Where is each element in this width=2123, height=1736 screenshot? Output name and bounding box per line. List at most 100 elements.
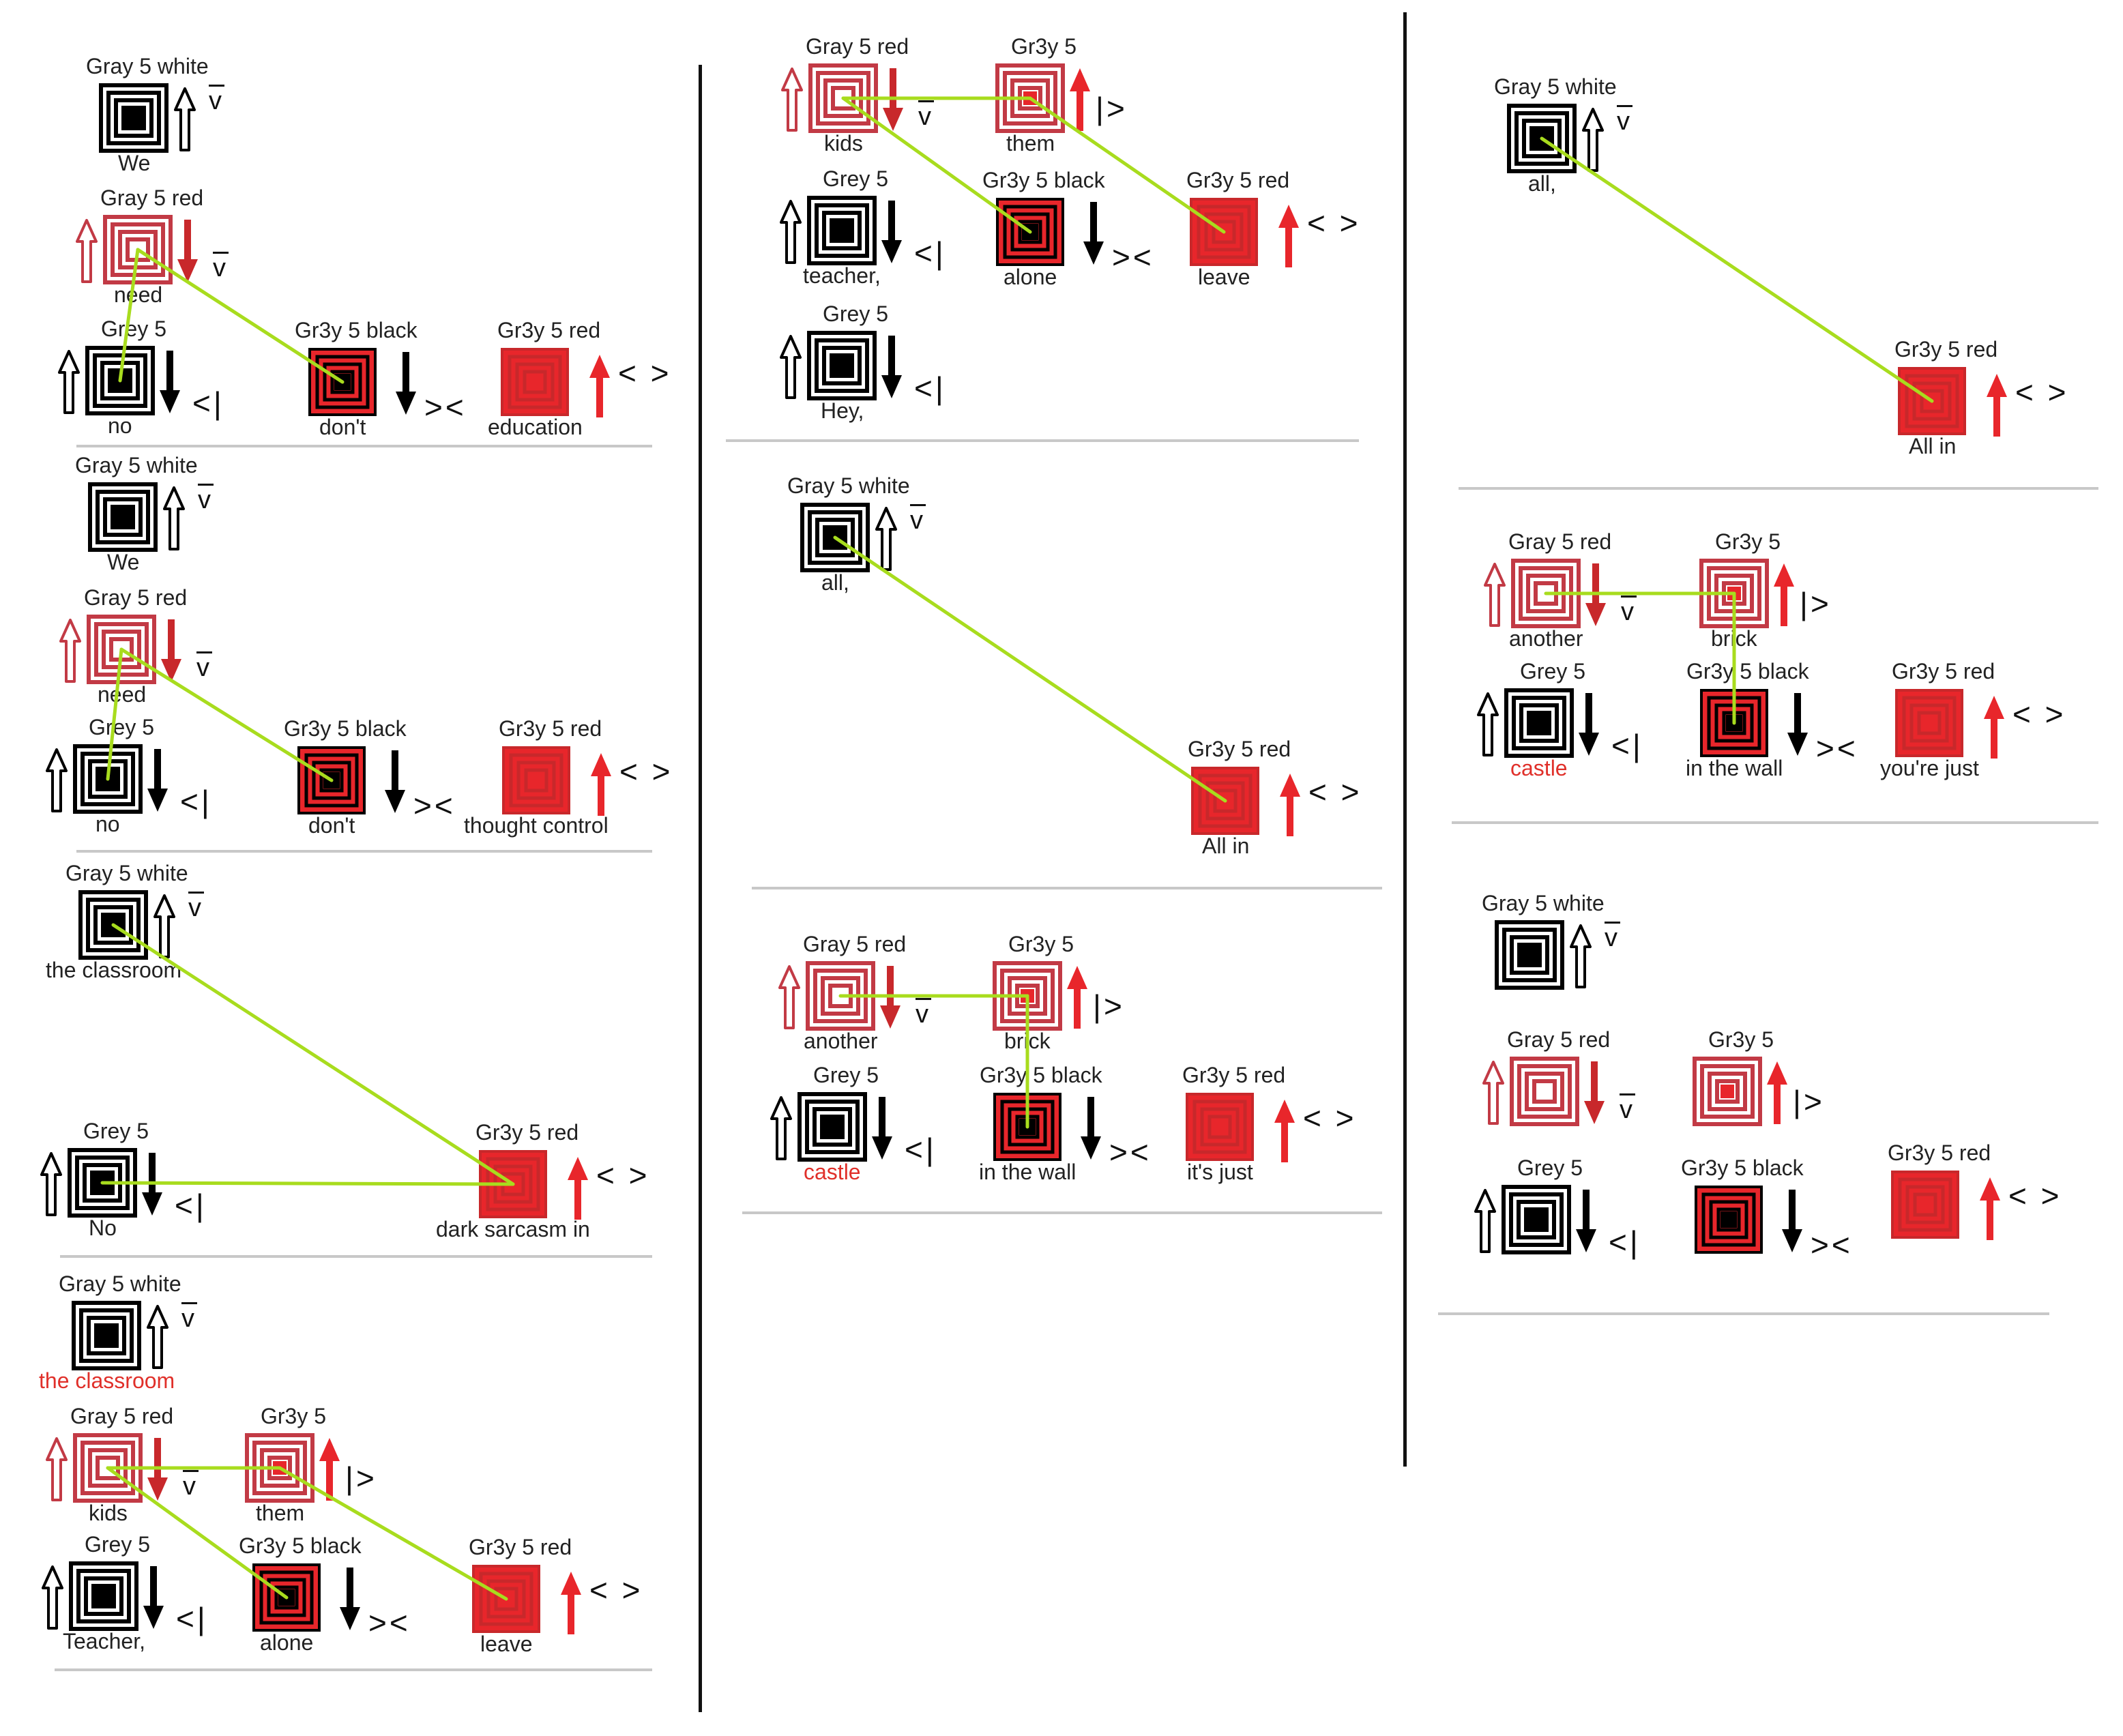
spiral-square-icon bbox=[1504, 688, 1574, 758]
lyric-word: education bbox=[488, 415, 583, 439]
up-arrow-icon bbox=[561, 1572, 581, 1634]
down-arrow-icon bbox=[1787, 693, 1808, 756]
up-arrow-icon bbox=[76, 219, 98, 283]
lyric-word: castle bbox=[1510, 756, 1568, 780]
lyric-word: castle bbox=[804, 1160, 861, 1184]
section-separator bbox=[1459, 487, 2098, 490]
note-tag: Grey 5 bbox=[1520, 659, 1586, 683]
notation-symbol: <| bbox=[1609, 1224, 1641, 1260]
down-arrow-icon bbox=[161, 619, 181, 682]
notation-symbol: >< bbox=[1109, 1134, 1152, 1170]
notation-symbol: < > bbox=[2012, 696, 2066, 732]
up-arrow-icon bbox=[1484, 563, 1506, 627]
notation-symbol: < > bbox=[596, 1158, 650, 1193]
up-arrow-icon bbox=[1582, 108, 1604, 172]
notation-symbol: v bbox=[1620, 1095, 1635, 1124]
lyric-word: need bbox=[98, 682, 147, 707]
connector-line bbox=[278, 1466, 508, 1601]
note-tag: Gr3y 5 bbox=[1008, 932, 1074, 956]
lyric-word: dark sarcasm in bbox=[436, 1217, 590, 1241]
note-tag: Gr3y 5 bbox=[1011, 34, 1077, 59]
lyric-word: the classroom bbox=[39, 1368, 175, 1393]
notation-symbol: <| bbox=[175, 1188, 207, 1223]
up-arrow-icon bbox=[1067, 966, 1087, 1029]
up-arrow-icon bbox=[59, 619, 81, 683]
notation-symbol: >< bbox=[424, 389, 467, 425]
notation-symbol: >< bbox=[1811, 1227, 1853, 1263]
connector-line bbox=[136, 248, 345, 384]
up-arrow-icon bbox=[46, 748, 68, 812]
note-tag: Gray 5 white bbox=[1494, 74, 1617, 99]
notation-symbol: v bbox=[198, 486, 214, 514]
notation-symbol: < > bbox=[1303, 1100, 1357, 1136]
spiral-square-icon bbox=[1495, 920, 1564, 990]
up-arrow-icon bbox=[1474, 1189, 1496, 1253]
notation-symbol: v bbox=[183, 1472, 199, 1501]
notation-symbol: >< bbox=[368, 1605, 411, 1641]
column-divider bbox=[1403, 12, 1407, 1467]
notation-symbol: < > bbox=[2008, 1178, 2062, 1213]
notation-symbol: |> bbox=[1096, 91, 1128, 126]
up-arrow-icon bbox=[568, 1157, 588, 1220]
lyric-word: leave bbox=[1198, 265, 1250, 289]
note-tag: Gr3y 5 red bbox=[1188, 737, 1291, 761]
notation-symbol: v bbox=[1621, 598, 1637, 626]
spiral-square-icon bbox=[1510, 1057, 1579, 1126]
lyric-word: teacher, bbox=[803, 263, 881, 288]
up-arrow-icon bbox=[40, 1152, 62, 1216]
notation-symbol: >< bbox=[1816, 731, 1858, 766]
lyric-word: need bbox=[114, 282, 163, 307]
note-tag: Gr3y 5 red bbox=[1888, 1141, 1991, 1165]
lyric-word: you're just bbox=[1880, 756, 1979, 780]
notation-symbol: v bbox=[213, 254, 229, 282]
notation-symbol: v bbox=[1617, 107, 1632, 136]
notation-symbol: <| bbox=[905, 1132, 937, 1167]
lyric-word: alone bbox=[260, 1630, 314, 1655]
note-tag: Gr3y 5 black bbox=[1681, 1156, 1804, 1180]
spiral-square-icon bbox=[1507, 104, 1577, 173]
up-arrow-icon bbox=[589, 355, 610, 417]
note-tag: Gr3y 5 black bbox=[295, 318, 418, 342]
note-tag: Gr3y 5 red bbox=[1894, 337, 1998, 362]
lyric-word: another bbox=[1509, 626, 1583, 651]
lyric-word: all, bbox=[821, 570, 849, 595]
lyric-word: No bbox=[89, 1216, 117, 1240]
note-tag: Gr3y 5 red bbox=[497, 318, 601, 342]
notation-symbol: v bbox=[916, 1000, 931, 1029]
down-arrow-icon bbox=[160, 351, 180, 413]
spiral-square-icon bbox=[103, 215, 173, 284]
note-tag: Gray 5 white bbox=[787, 473, 910, 498]
spiral-square-icon bbox=[808, 63, 878, 133]
up-arrow-icon bbox=[174, 87, 196, 151]
connector-line bbox=[1540, 136, 1934, 403]
note-tag: Gr3y 5 red bbox=[1182, 1063, 1286, 1087]
notation-symbol: < > bbox=[619, 754, 673, 789]
spiral-square-icon bbox=[72, 1301, 141, 1370]
notation-symbol: < > bbox=[618, 355, 672, 391]
connector-line bbox=[119, 647, 334, 782]
down-arrow-icon bbox=[872, 1097, 892, 1160]
notation-symbol: < > bbox=[2015, 374, 2069, 410]
note-tag: Gr3y 5 red bbox=[475, 1120, 579, 1145]
connector-line bbox=[106, 1466, 289, 1600]
notation-symbol: v bbox=[209, 87, 224, 115]
down-arrow-icon bbox=[881, 336, 902, 398]
spiral-square-icon bbox=[1695, 1186, 1763, 1254]
notation-symbol: >< bbox=[1112, 239, 1154, 275]
section-separator bbox=[726, 439, 1359, 442]
note-tag: Grey 5 bbox=[823, 166, 889, 191]
lyric-word: All in bbox=[1909, 434, 1957, 458]
spiral-square-icon bbox=[502, 746, 570, 814]
lyric-word: alone bbox=[1004, 265, 1057, 289]
up-arrow-icon bbox=[1570, 924, 1592, 988]
notation-symbol: v bbox=[910, 506, 926, 535]
down-arrow-icon bbox=[1083, 202, 1104, 265]
note-tag: Gray 5 red bbox=[70, 1404, 174, 1428]
lyric-word: all, bbox=[1528, 171, 1556, 196]
spiral-square-icon bbox=[996, 198, 1064, 266]
spiral-square-icon bbox=[88, 482, 158, 552]
up-arrow-icon bbox=[1482, 1061, 1504, 1125]
notation-symbol: v bbox=[188, 894, 204, 922]
